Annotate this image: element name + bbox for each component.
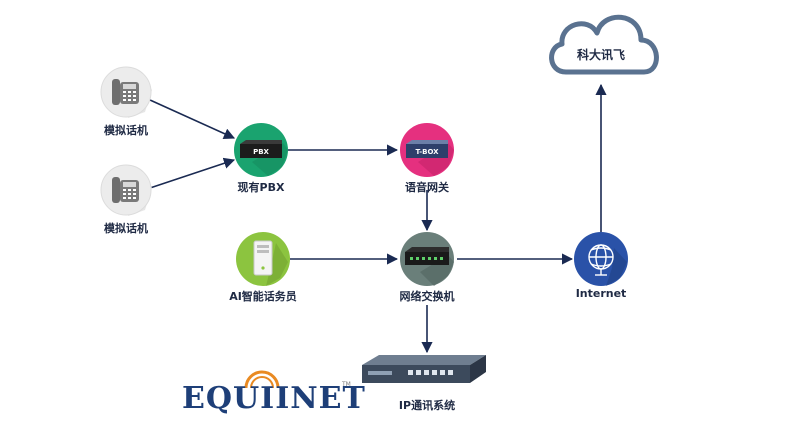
pbx-device-icon — [240, 140, 282, 158]
node-internet: Internet — [574, 232, 628, 300]
equiinet-logo: EQUIINET TM — [182, 370, 366, 416]
icon-shadow — [266, 243, 288, 286]
node-ai: AI智能话务员 — [229, 232, 297, 303]
rack-device-icon — [362, 355, 486, 383]
edge-phone2-pbx — [149, 157, 236, 189]
switch-device-icon — [405, 247, 449, 265]
pbx-device-text: PBX — [253, 148, 269, 156]
node-pbx: PBX 现有PBX — [234, 123, 288, 194]
switch-label: 网络交换机 — [400, 289, 455, 303]
tbox-device-icon — [406, 140, 448, 158]
tbox-label: 语音网关 — [405, 180, 449, 194]
edge-phone1-pbx — [149, 99, 236, 139]
node-switch: 网络交换机 — [400, 232, 455, 303]
cloud-icon — [549, 14, 659, 75]
logo-mark — [244, 370, 280, 389]
phone-icon — [112, 177, 139, 203]
globe-icon — [588, 244, 614, 276]
icon-shadow — [606, 248, 627, 286]
phone-icon — [112, 79, 139, 105]
logo-trademark: TM — [341, 381, 351, 388]
node-ipcomm: IP通讯系统 — [362, 355, 486, 412]
ipcomm-label: IP通讯系统 — [399, 398, 455, 412]
ai-label: AI智能话务员 — [229, 289, 297, 303]
connectors — [149, 83, 607, 354]
cloud-label: 科大讯飞 — [577, 47, 625, 62]
internet-label: Internet — [576, 287, 627, 300]
phone-2-label: 模拟话机 — [104, 221, 148, 235]
node-phone-1: 模拟话机 — [100, 66, 152, 137]
pbx-label: 现有PBX — [238, 180, 285, 194]
tbox-device-text: T-BOX — [415, 148, 439, 156]
server-tower-icon — [253, 240, 273, 276]
node-tbox: T-BOX 语音网关 — [400, 123, 454, 194]
phone-1-label: 模拟话机 — [104, 123, 148, 137]
node-cloud: 科大讯飞 — [549, 14, 659, 75]
node-phone-2: 模拟话机 — [100, 164, 152, 235]
logo-text: EQUIINET — [182, 381, 366, 416]
